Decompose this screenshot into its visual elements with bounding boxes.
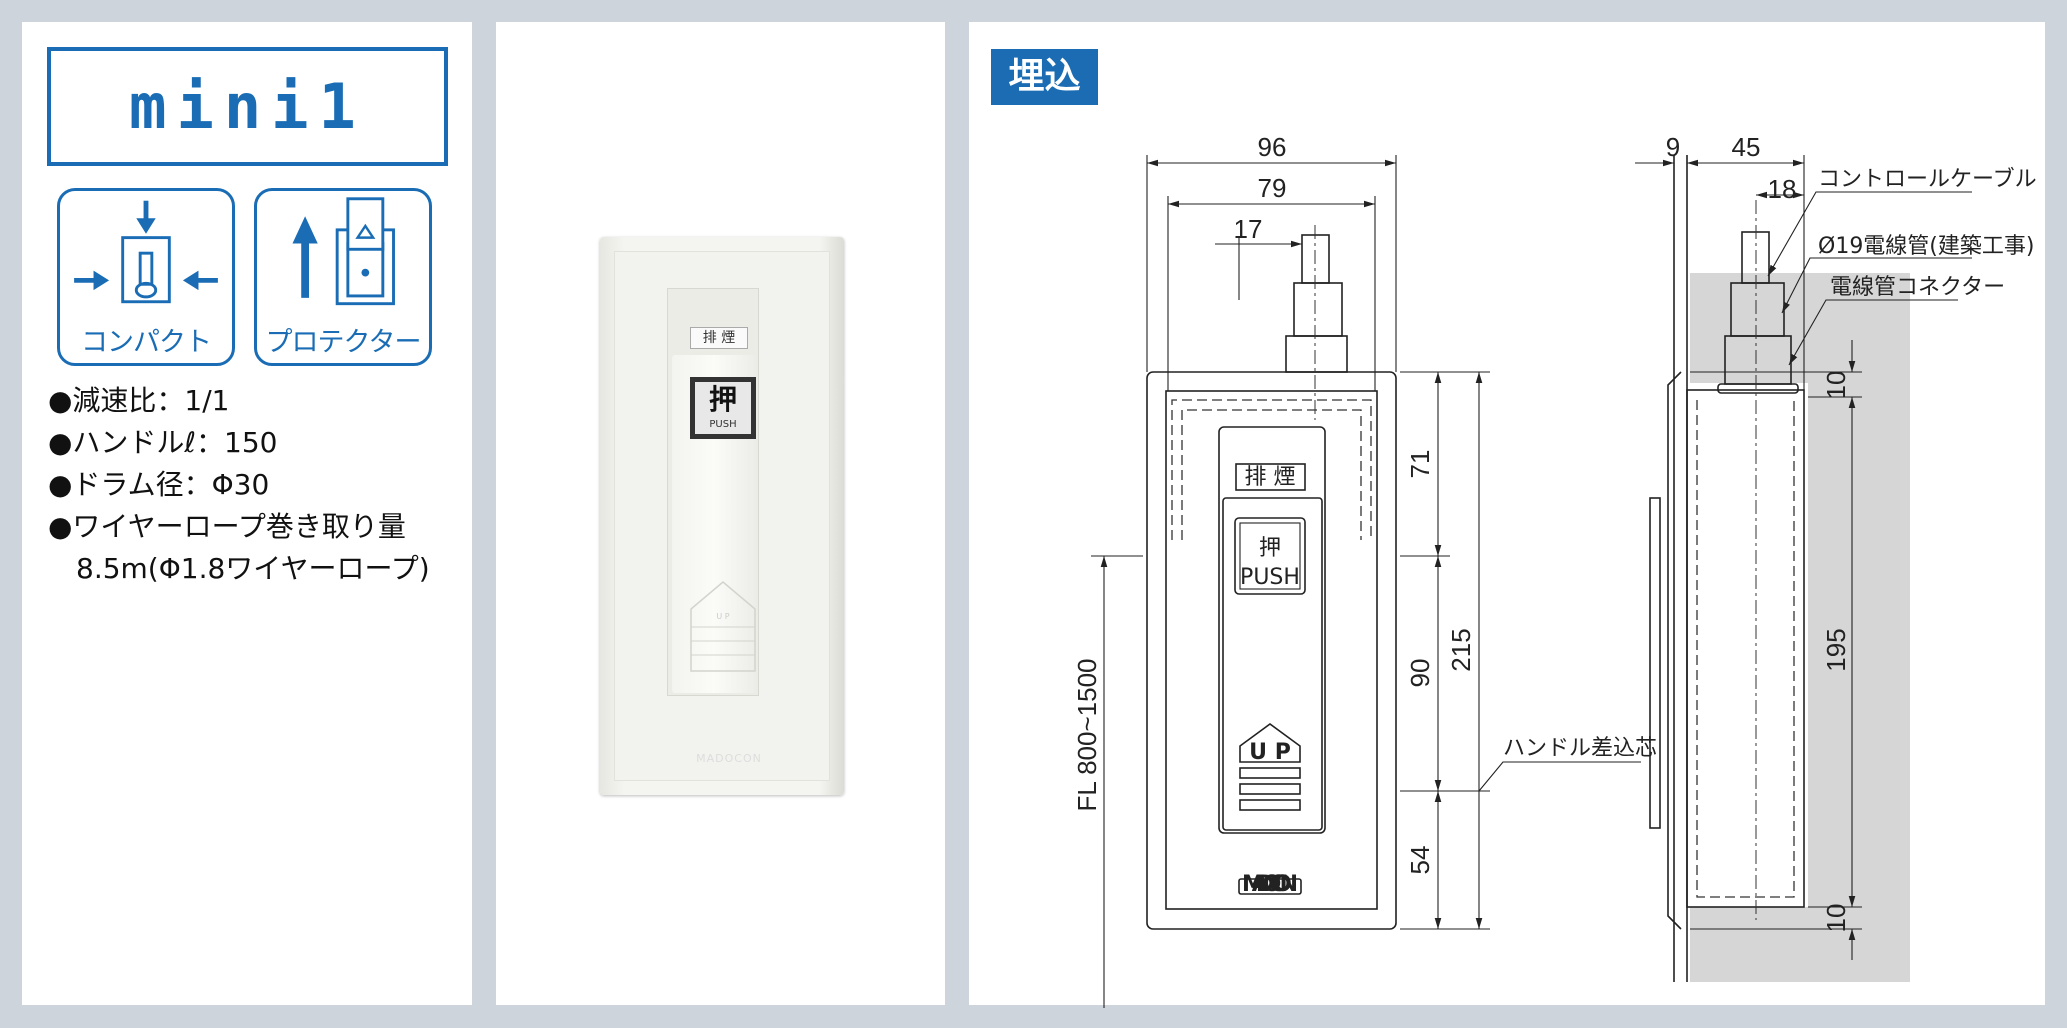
front-view: 96 79 17 排 煙 押 PUSH U P MADOCON 7 <box>1072 132 1657 1008</box>
side-view: 9 45 18 10 195 10 コントロールケーブル Ø19電線管(建築工事… <box>1635 132 2037 982</box>
product-photo: 排 煙 押 PUSH U P MADOCON <box>600 237 844 795</box>
front-smoke-label: 排 煙 <box>1245 465 1296 490</box>
spec-line: ●ハンドルℓ：150 <box>48 426 278 459</box>
feature-compact: コンパクト <box>57 188 235 366</box>
front-push-text: PUSH <box>1240 565 1300 590</box>
dim-side-bottom: 10 <box>1821 904 1851 933</box>
dim-96: 96 <box>1258 132 1287 162</box>
spec-line: ●ドラム径：Φ30 <box>48 468 270 501</box>
handle-cover: 押 PUSH U P <box>672 355 756 693</box>
callout-connector: 電線管コネクター <box>1830 275 2005 300</box>
dim-side-top: 10 <box>1821 371 1851 400</box>
spec-line: ●ワイヤーロープ巻き取り量 <box>48 510 406 543</box>
up-text: U P <box>716 612 729 621</box>
model-title: mini1 <box>129 69 366 143</box>
smoke-label: 排 煙 <box>690 327 748 349</box>
push-kanji: 押 <box>708 383 737 416</box>
handle-recess: 排 煙 押 PUSH U P <box>667 288 759 696</box>
handle-insert-note: ハンドル差込芯 <box>1503 736 1657 761</box>
dim-90: 90 <box>1405 659 1435 688</box>
dim-79: 79 <box>1258 173 1287 203</box>
dim-17: 17 <box>1234 214 1263 244</box>
callout-control-cable: コントロールケーブル <box>1818 167 2037 192</box>
dim-195: 195 <box>1821 628 1851 671</box>
dim-9: 9 <box>1666 132 1680 162</box>
dim-54: 54 <box>1405 846 1435 875</box>
feature-protector: プロテクター <box>254 188 432 366</box>
spec-line: 8.5m(Φ1.8ワイヤーロープ) <box>48 552 430 585</box>
brand-logo: MADOCON <box>696 752 762 765</box>
dim-floor-height: FL 800~1500 <box>1072 658 1102 811</box>
feature-label: コンパクト <box>81 327 212 358</box>
spec-line: ●減速比：1/1 <box>48 384 230 417</box>
front-logo: MADOCON <box>1242 872 1298 897</box>
compact-icon <box>74 200 218 304</box>
push-text: PUSH <box>709 419 737 430</box>
front-push-kanji: 押 <box>1259 536 1281 561</box>
feature-label: プロテクター <box>265 327 422 358</box>
callout-conduit: Ø19電線管(建築工事) <box>1818 234 2034 259</box>
push-button: 押 PUSH <box>690 377 756 439</box>
spec-panel: mini1 コンパクト プロテクター <box>22 22 472 1005</box>
protector-icon <box>292 197 395 306</box>
dim-215: 215 <box>1446 628 1476 671</box>
plate-face: 排 煙 押 PUSH U P MADOCON <box>614 251 830 781</box>
dim-71: 71 <box>1405 450 1435 479</box>
install-type-badge: 埋込 <box>991 49 1098 105</box>
front-up-text: U P <box>1249 740 1291 765</box>
model-title-box: mini1 <box>47 47 448 166</box>
up-arrow-icon: U P <box>690 581 756 672</box>
product-photo-panel: 排 煙 押 PUSH U P MADOCON <box>496 22 945 1005</box>
dim-18: 18 <box>1768 174 1797 204</box>
dim-45: 45 <box>1732 132 1761 162</box>
front-up-arrow-icon <box>1239 723 1301 763</box>
